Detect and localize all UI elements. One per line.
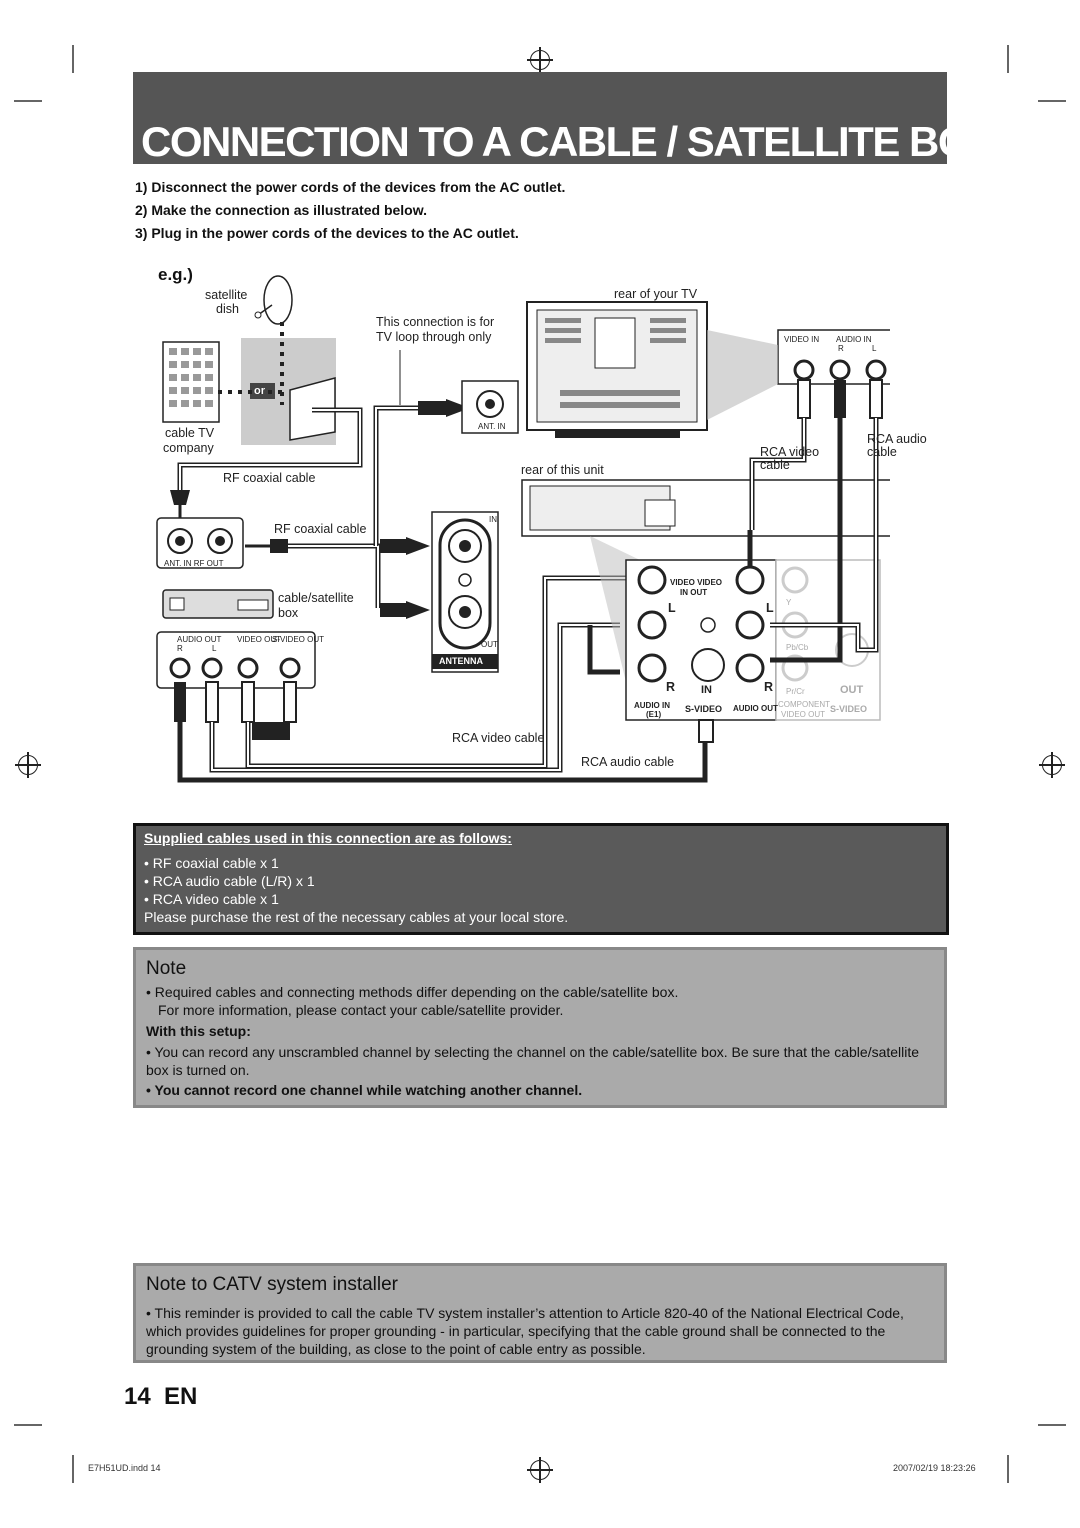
label-tv-audio-in: AUDIO IN (836, 335, 872, 344)
page-number-value: 14 (124, 1383, 151, 1410)
label-box-l: L (212, 644, 217, 653)
label-rca-video-1: RCA video (760, 445, 820, 459)
label-tv-r: R (838, 344, 844, 353)
note-box: Note • Required cables and connecting me… (133, 947, 947, 1108)
label-cable-satellite: cable/satellite (278, 591, 354, 605)
label-rca-audio-2: cable (867, 445, 897, 459)
registration-mark-icon (527, 47, 553, 73)
catv-title: Note to CATV system installer (146, 1274, 399, 1295)
title-bar (133, 72, 947, 164)
supplied-item: • RCA audio cable (L/R) x 1 (144, 873, 315, 889)
label-jack-l2: L (766, 601, 774, 615)
label-rf-coaxial-2: RF coaxial cable (274, 522, 367, 536)
crop-mark (1038, 100, 1066, 102)
supplied-item: • RCA video cable x 1 (144, 891, 279, 907)
label-tv-video-in: VIDEO IN (784, 335, 820, 344)
step-3: 3) Plug in the power cords of the device… (135, 225, 519, 241)
crop-mark (72, 45, 74, 73)
label-dish: dish (216, 302, 239, 316)
supplied-item: • RF coaxial cable x 1 (144, 855, 279, 871)
registration-mark-icon (15, 752, 41, 778)
label-panel-antenna: ANTENNA (439, 656, 483, 666)
page-lang: EN (164, 1383, 198, 1410)
label-jack-prcr: Pr/Cr (786, 687, 805, 696)
page-number: 14 EN (124, 1383, 197, 1411)
label-jack-component: COMPONENT (778, 700, 830, 709)
label-rear-unit: rear of this unit (521, 463, 604, 477)
label-jack-in-out: IN OUT (680, 588, 708, 597)
label-jack-r: R (666, 680, 676, 694)
catv-note-box: Note to CATV system installer • This rem… (133, 1263, 947, 1363)
step-2: 2) Make the connection as illustrated be… (135, 202, 427, 218)
registration-mark-icon (1039, 752, 1065, 778)
label-box: box (278, 606, 299, 620)
label-rf-coaxial-1: RF coaxial cable (223, 471, 316, 485)
label-jack-svideo2: S-VIDEO (830, 704, 868, 714)
label-jack-pbcb: Pb/Cb (786, 643, 809, 652)
registration-mark-icon (527, 1457, 553, 1483)
label-rear-tv: rear of your TV (614, 287, 698, 301)
label-cable-tv: cable TV (165, 426, 215, 440)
satellite-dish-icon (254, 275, 293, 325)
label-jack-e1: (E1) (646, 710, 662, 719)
label-rca-video-bottom: RCA video cable (452, 731, 545, 745)
label-panel-in: IN (489, 515, 497, 524)
label-rca-video-2: cable (760, 458, 790, 472)
label-jack-svideo: S-VIDEO (685, 704, 723, 714)
supplied-cables-box: Supplied cables used in this connection … (133, 823, 949, 935)
label-jack-video: VIDEO VIDEO (670, 578, 723, 587)
eg-label: e.g.) (158, 265, 193, 284)
note-text: • Required cables and connecting methods… (146, 984, 679, 1000)
note-title: Note (146, 958, 187, 979)
crop-mark (1038, 1424, 1066, 1426)
label-or: or (254, 385, 265, 397)
page-title: CONNECTION TO A CABLE / SATELLITE BOX (141, 118, 997, 165)
label-ant-in-tv: ANT. IN (478, 422, 506, 431)
note-text-bold: • You cannot record one channel while wa… (146, 1082, 583, 1098)
label-jack-l: L (668, 601, 676, 615)
label-loop-1: This connection is for (376, 315, 495, 329)
crop-mark (14, 1424, 42, 1426)
label-jack-out: OUT (840, 684, 864, 696)
crop-mark (1007, 1455, 1009, 1483)
supplied-footer: Please purchase the rest of the necessar… (144, 909, 569, 925)
building-icon (162, 341, 220, 423)
label-jack-y: Y (786, 598, 792, 607)
catv-text: • This reminder is provided to call the … (146, 1305, 904, 1357)
connection-diagram (156, 275, 890, 783)
footer-file: E7H51UD.indd 14 (88, 1463, 161, 1473)
label-rca-audio-bottom: RCA audio cable (581, 755, 675, 769)
footer-timestamp: 2007/02/19 18:23:26 (893, 1463, 976, 1473)
label-ant-in-rf-out: ANT. IN RF OUT (164, 559, 224, 568)
label-company: company (163, 441, 214, 455)
label-jack-audio-out: AUDIO OUT (733, 704, 778, 713)
label-box-video-out: VIDEO OUT (237, 635, 282, 644)
label-jack-in: IN (701, 684, 712, 696)
label-box-svideo-out: S-VIDEO OUT (272, 635, 325, 644)
label-box-audio-out: AUDIO OUT (177, 635, 222, 644)
note-text: • You can record any unscrambled channel… (146, 1044, 920, 1078)
label-loop-2: TV loop through only (376, 330, 492, 344)
label-jack-r2: R (764, 680, 774, 694)
label-tv-l: L (872, 344, 877, 353)
note-setup-heading: With this setup: (146, 1023, 251, 1039)
crop-mark (1007, 45, 1009, 73)
note-text: For more information, please contact you… (158, 1002, 564, 1018)
label-satellite: satellite (205, 288, 248, 302)
label-rca-audio-1: RCA audio (867, 432, 927, 446)
label-jack-video-out: VIDEO OUT (781, 710, 826, 719)
step-1: 1) Disconnect the power cords of the dev… (135, 179, 566, 195)
label-box-r: R (177, 644, 183, 653)
supplied-heading: Supplied cables used in this connection … (144, 830, 512, 846)
label-panel-out: OUT (481, 640, 498, 649)
crop-mark (72, 1455, 74, 1483)
label-jack-audio-in: AUDIO IN (634, 701, 670, 710)
crop-mark (14, 100, 42, 102)
